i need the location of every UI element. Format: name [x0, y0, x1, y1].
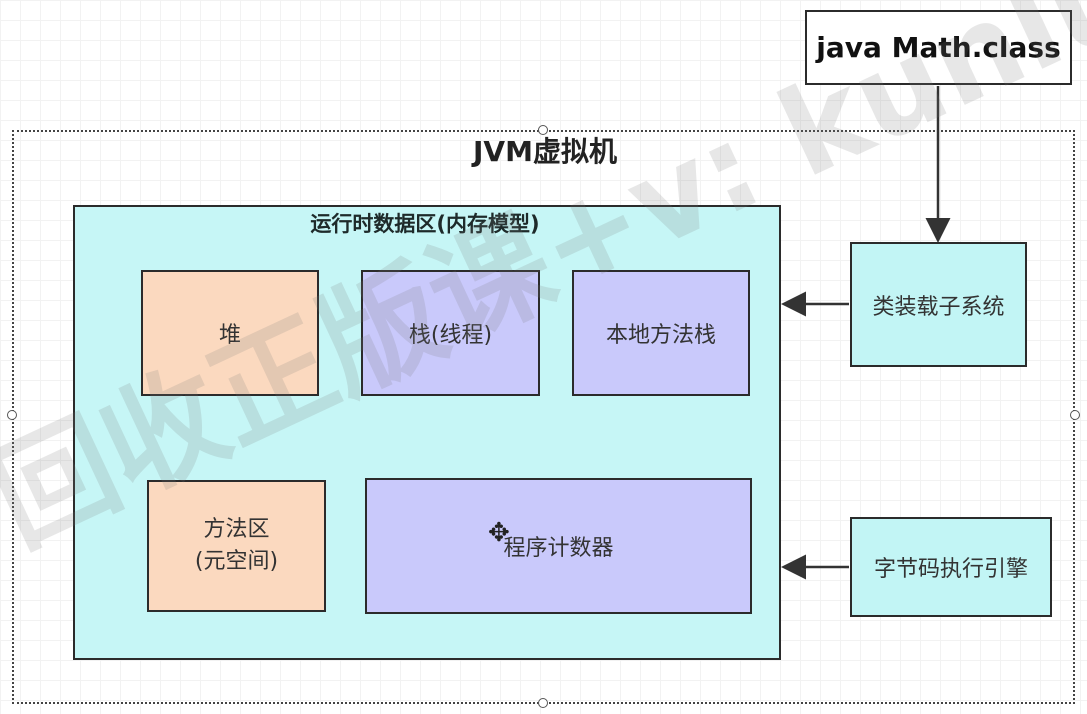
class-loader-label: 类装载子系统 [872, 294, 1005, 320]
stack-box[interactable]: 栈(线程) [361, 270, 540, 396]
execution-engine-label: 字节码执行引擎 [873, 557, 1028, 582]
resize-handle-left[interactable] [7, 410, 17, 420]
move-cursor-icon: ✥ [488, 518, 510, 548]
method-area-box[interactable]: 方法区 (元空间) [147, 480, 326, 612]
execution-engine-box[interactable]: 字节码执行引擎 [850, 517, 1052, 617]
jvm-title: JVM虚拟机 [473, 135, 617, 168]
runtime-area-title: 运行时数据区(内存模型) [310, 212, 540, 236]
stack-label: 栈(线程) [408, 323, 493, 348]
java-class-label: java Math.class [816, 31, 1061, 64]
native-method-stack-label: 本地方法栈 [605, 323, 716, 348]
program-counter-label: 程序计数器 [503, 536, 614, 561]
class-loader-box[interactable]: 类装载子系统 [850, 242, 1027, 367]
resize-handle-top[interactable] [538, 125, 548, 135]
program-counter-box[interactable]: 程序计数器 [365, 478, 752, 614]
heap-label: 堆 [218, 323, 241, 348]
resize-handle-right[interactable] [1070, 410, 1080, 420]
native-method-stack-box[interactable]: 本地方法栈 [572, 270, 750, 396]
heap-box[interactable]: 堆 [141, 270, 319, 396]
method-area-label: 方法区 [203, 517, 270, 542]
resize-handle-bottom[interactable] [538, 698, 548, 708]
java-class-box[interactable]: java Math.class [805, 10, 1072, 85]
method-area-sublabel: (元空间) [194, 549, 279, 574]
